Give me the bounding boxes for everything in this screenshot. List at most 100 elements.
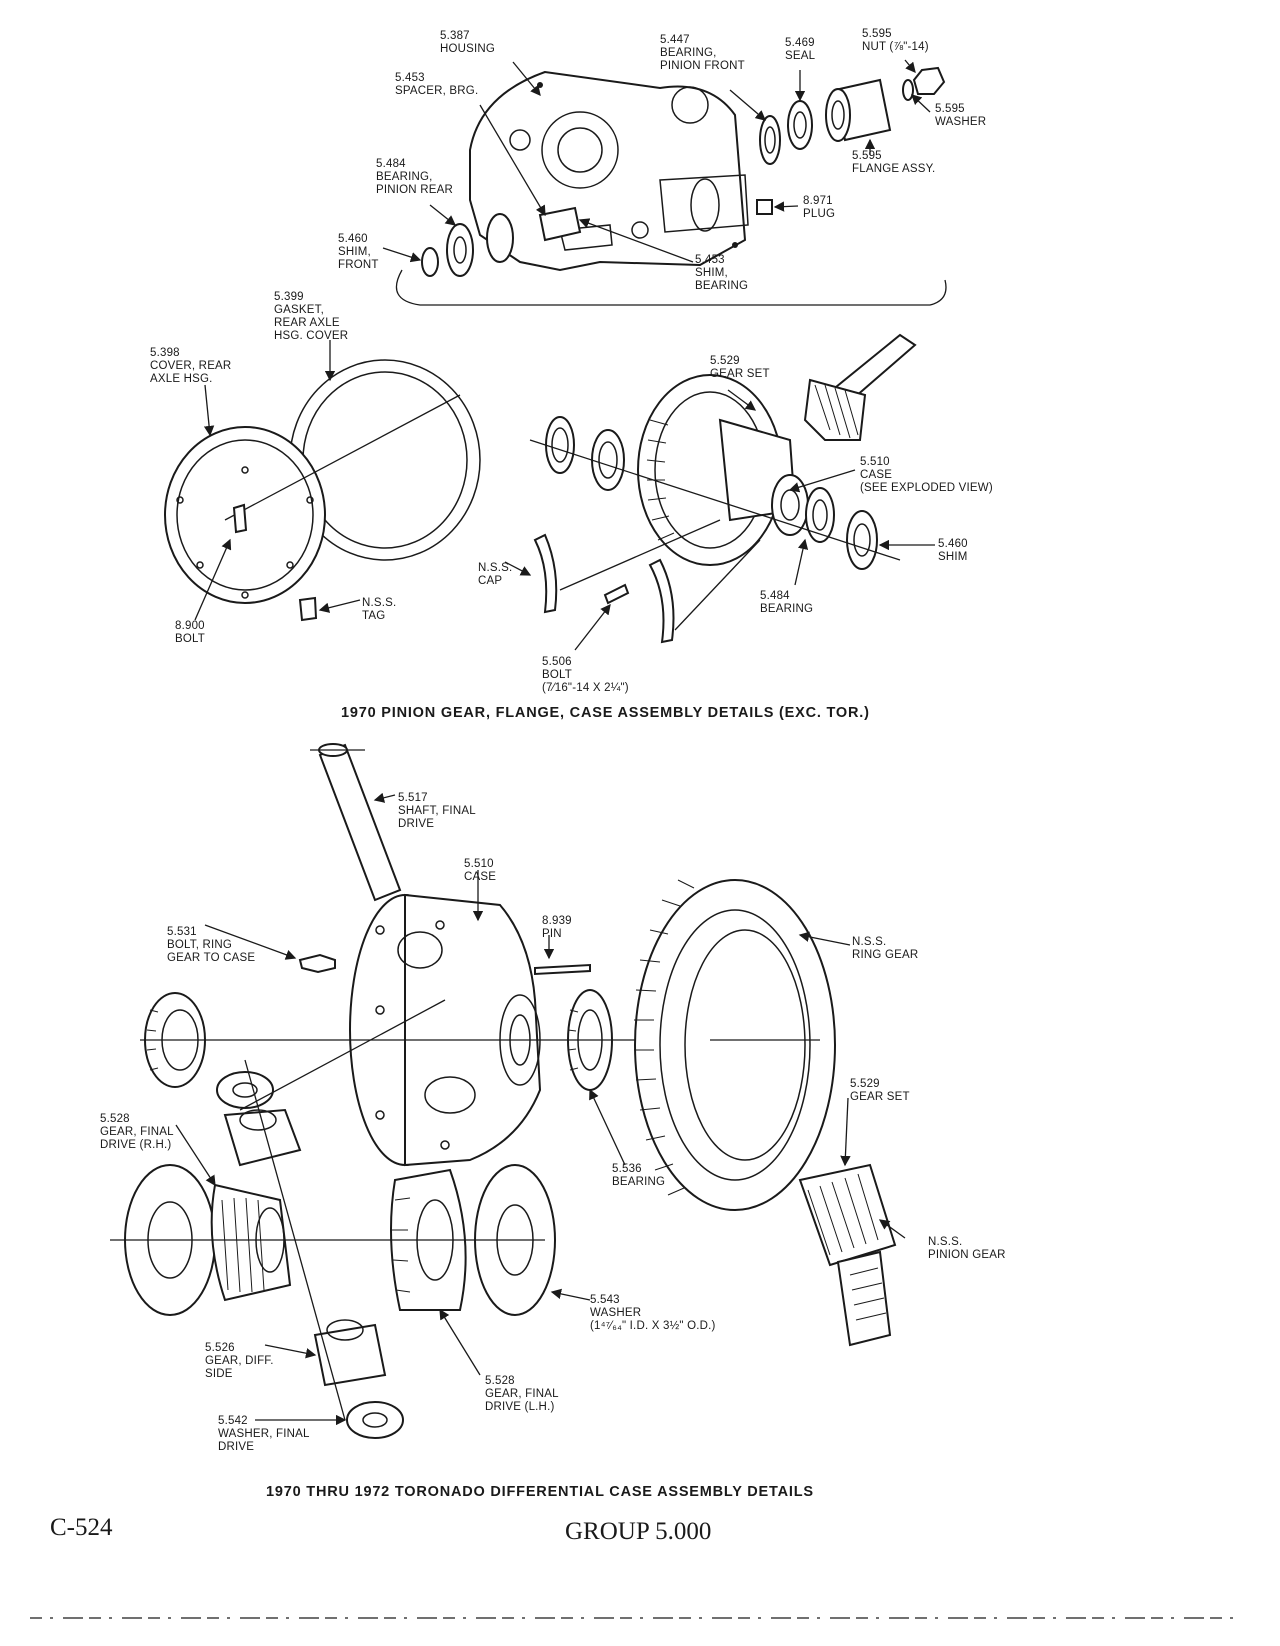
label-gear-lh-number: 5.528 xyxy=(485,1375,515,1387)
label-ring-gear-text: RING GEAR xyxy=(852,949,919,961)
label-cover: 5.398 COVER, REAR AXLE HSG. xyxy=(150,347,231,386)
label-tag-number: N.S.S. xyxy=(362,597,397,609)
label-shim-front-text-2: FRONT xyxy=(338,259,379,271)
bottom-figure-caption: 1970 THRU 1972 TORONADO DIFFERENTIAL CAS… xyxy=(266,1484,814,1500)
label-gear-set-top: 5.529 GEAR SET xyxy=(710,355,770,381)
final-drive-shaft-part xyxy=(310,743,402,902)
label-bearing-rear-text-1: BEARING, xyxy=(376,171,433,183)
label-bearing-top: 5.484 BEARING xyxy=(760,590,813,616)
label-pin-number: 8.939 xyxy=(542,915,572,927)
top-figure-caption: 1970 PINION GEAR, FLANGE, CASE ASSEMBLY … xyxy=(341,705,870,721)
label-bolt-cap-number: 5.506 xyxy=(542,656,572,668)
label-shim-top-number: 5.460 xyxy=(938,538,968,550)
label-gear-rh-number: 5.528 xyxy=(100,1113,130,1125)
label-cap-number: N.S.S. xyxy=(478,562,513,574)
label-washer-final-text-1: WASHER, FINAL xyxy=(218,1428,310,1440)
label-bearing-front-text-2: PINION FRONT xyxy=(660,60,745,72)
label-cap: N.S.S. CAP xyxy=(478,562,512,588)
label-shim-bearing: 5.453 SHIM, BEARING xyxy=(695,254,748,293)
label-case-top-number: 5.510 xyxy=(860,456,890,468)
label-case-top-text-1: CASE xyxy=(860,469,893,481)
label-bearing-rear-number: 5.484 xyxy=(376,158,406,170)
label-gasket-text-1: GASKET, xyxy=(274,304,324,316)
label-bearing-bottom-text: BEARING xyxy=(612,1176,666,1188)
label-shim-top-text: SHIM xyxy=(938,551,968,563)
label-gear-lh-text-1: GEAR, FINAL xyxy=(485,1388,559,1400)
label-housing-text: HOUSING xyxy=(440,43,496,55)
label-shim-bearing-text-2: BEARING xyxy=(695,280,749,292)
side-gears-part xyxy=(216,1071,404,1439)
pinion-gear-bottom-part xyxy=(798,1163,897,1347)
label-shim-front-text-1: SHIM, xyxy=(338,246,371,258)
label-plug-number: 8.971 xyxy=(803,195,833,207)
label-spacer-number: 5.453 xyxy=(395,72,425,84)
label-flange-assy: 5.595 FLANGE ASSY. xyxy=(852,150,935,176)
label-cap-text: CAP xyxy=(478,575,503,587)
label-housing-number: 5.387 xyxy=(440,30,470,42)
label-gear-side-number: 5.526 xyxy=(205,1342,235,1354)
label-washer-top-number: 5.595 xyxy=(935,103,965,115)
label-washer-big-text-1: WASHER xyxy=(590,1307,642,1319)
label-ring-gear-number: N.S.S. xyxy=(852,936,887,948)
label-seal: 5.469 SEAL xyxy=(785,37,815,63)
nut-part xyxy=(912,66,946,95)
label-gasket-number: 5.399 xyxy=(274,291,304,303)
label-gear-diff-side: 5.526 GEAR, DIFF. SIDE xyxy=(205,1342,274,1381)
label-shaft-text-2: DRIVE xyxy=(398,818,435,830)
label-washer-big: 5.543 WASHER (1⁴⁷⁄₆₄" I.D. x 3½" O.D.) xyxy=(590,1294,716,1333)
label-case-top: 5.510 CASE (SEE EXPLODED VIEW) xyxy=(860,456,993,495)
label-pin-text: PIN xyxy=(542,928,562,940)
label-gasket: 5.399 GASKET, REAR AXLE HSG. COVER xyxy=(274,291,348,343)
label-case-bottom: 5.510 CASE xyxy=(464,858,496,884)
cap-bolt-part xyxy=(603,583,630,605)
label-spacer-brg: 5.453 SPACER, BRG. xyxy=(395,72,478,98)
label-bolt-ring-text-1: BOLT, RING xyxy=(167,939,233,951)
label-bolt-cap-text-2: (7⁄16"-14 x 2¼") xyxy=(542,682,629,694)
group-number: GROUP 5.000 xyxy=(565,1518,712,1545)
label-bolt-ring-gear: 5.531 BOLT, RING GEAR TO CASE xyxy=(167,926,255,965)
label-bearing-front-text-1: BEARING, xyxy=(660,47,717,59)
label-gear-set-bottom-number: 5.529 xyxy=(850,1078,880,1090)
label-shim-front-number: 5.460 xyxy=(338,233,368,245)
label-plug-text: PLUG xyxy=(803,208,836,220)
label-washer-big-text-2: (1⁴⁷⁄₆₄" I.D. x 3½" O.D.) xyxy=(590,1320,716,1332)
label-tag: N.S.S. TAG xyxy=(362,597,396,623)
label-shim-front: 5.460 SHIM, FRONT xyxy=(338,233,379,272)
label-spacer-text: SPACER, BRG. xyxy=(395,85,479,97)
label-nut-number: 5.595 xyxy=(862,28,892,40)
differential-case-part xyxy=(349,893,542,1167)
pinion-rear-bearing-part xyxy=(446,213,514,277)
page-number: C-524 xyxy=(50,1514,113,1541)
ring-gear-case-part xyxy=(637,374,809,566)
label-bearing-front-number: 5.447 xyxy=(660,34,690,46)
label-ring-gear: N.S.S. RING GEAR xyxy=(852,936,918,962)
label-shaft-number: 5.517 xyxy=(398,792,428,804)
label-nut: 5.595 NUT (⅞"-14) xyxy=(862,28,929,54)
label-bearing-bottom: 5.536 BEARING xyxy=(612,1163,665,1189)
label-bearing-top-number: 5.484 xyxy=(760,590,790,602)
cover-bolt-part xyxy=(232,503,248,534)
pinion-gear-part xyxy=(803,333,917,441)
label-case-bottom-number: 5.510 xyxy=(464,858,494,870)
flange-part xyxy=(825,78,892,142)
label-gear-rh-text-1: GEAR, FINAL xyxy=(100,1126,174,1138)
label-cover-number: 5.398 xyxy=(150,347,180,359)
label-washer-top-text: WASHER xyxy=(935,116,987,128)
axle-housing xyxy=(469,70,749,272)
pinion-front-bearing-part xyxy=(759,115,781,165)
label-bolt-cover-number: 8.900 xyxy=(175,620,205,632)
label-pin: 8.939 PIN xyxy=(542,915,572,941)
plug-part xyxy=(756,199,773,215)
label-gasket-text-2: REAR AXLE xyxy=(274,317,340,329)
label-case-top-text-2: (SEE EXPLODED VIEW) xyxy=(860,482,993,494)
label-flange-text: FLANGE ASSY. xyxy=(852,163,936,175)
label-pinion-gear: N.S.S. PINION GEAR xyxy=(928,1236,1006,1262)
label-tag-text: TAG xyxy=(362,610,386,622)
label-bearing-bottom-number: 5.536 xyxy=(612,1163,642,1175)
seal-part xyxy=(787,100,813,150)
bearing-caps-part xyxy=(533,533,675,644)
label-bearing-pinion-rear: 5.484 BEARING, PINION REAR xyxy=(376,158,453,197)
label-bolt-cover: 8.900 BOLT xyxy=(175,620,205,646)
label-housing: 5.387 HOUSING xyxy=(440,30,495,56)
